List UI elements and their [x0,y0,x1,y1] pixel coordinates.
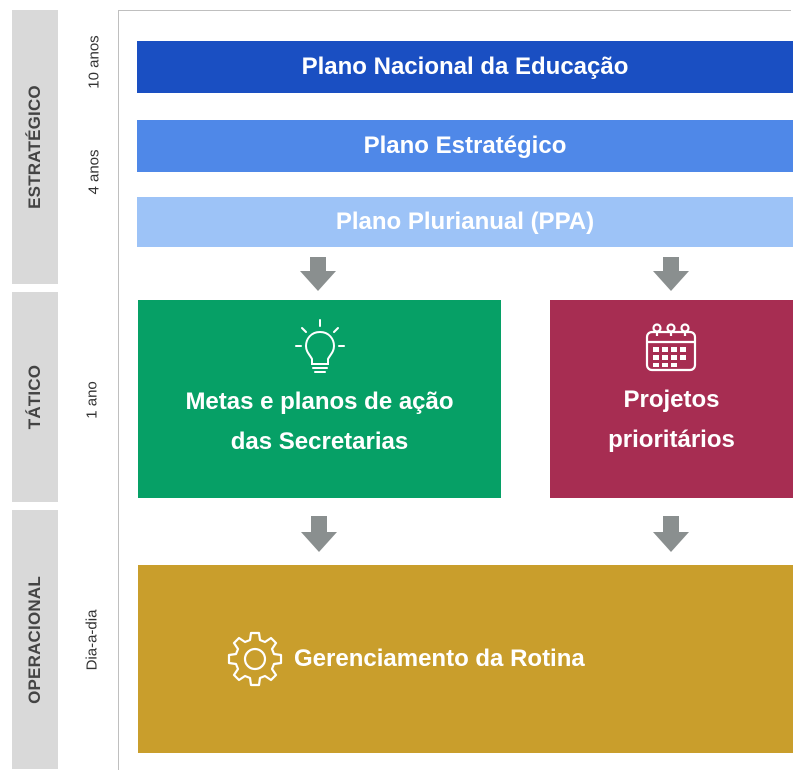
plan-strategic-label: Plano Estratégico [363,132,567,159]
lightbulb-icon [295,319,345,373]
routine-label: Gerenciamento da Rotina [294,645,585,672]
goals-label-line2: das Secretarias [230,428,409,455]
arrow-down-icon [301,516,337,552]
goals-label-line1: Metas e planos de ação [185,388,454,415]
projects-label-line1: Projetos [623,386,720,413]
plan-pluriannual-bar: Plano Plurianual (PPA) [137,197,793,247]
plan-national-label: Plano Nacional da Educação [301,53,629,80]
calendar-icon [645,323,697,372]
level-label-tactical: TÁTICO [25,364,44,430]
arrow-down-icon [300,257,336,291]
routine-box: Gerenciamento da Rotina [138,565,793,753]
arrow-down-icon [653,516,689,552]
goals-box: Metas e planos de ação das Secretarias [138,300,501,498]
horizon-four-years: 4 anos [85,149,103,195]
level-label-strategic: ESTRATÉGICO [25,85,44,209]
level-band-tactical: TÁTICO [12,292,58,502]
horizon-ten-years: 10 anos [85,35,103,89]
diagram-frame [118,10,791,770]
projects-label-line2: prioritários [608,426,735,453]
arrow-down-icon [653,257,689,291]
gear-icon [227,631,283,687]
horizon-daily: Dia-a-dia [83,609,101,671]
plan-pluriannual-label: Plano Plurianual (PPA) [335,208,595,235]
plan-strategic-bar: Plano Estratégico [137,120,793,172]
horizon-one-year: 1 ano [83,381,101,419]
level-label-operational: OPERACIONAL [25,575,44,704]
level-band-strategic: ESTRATÉGICO [12,10,58,284]
level-band-operational: OPERACIONAL [12,510,58,769]
projects-box: Projetos prioritários [550,300,793,498]
plan-national-bar: Plano Nacional da Educação [137,41,793,93]
